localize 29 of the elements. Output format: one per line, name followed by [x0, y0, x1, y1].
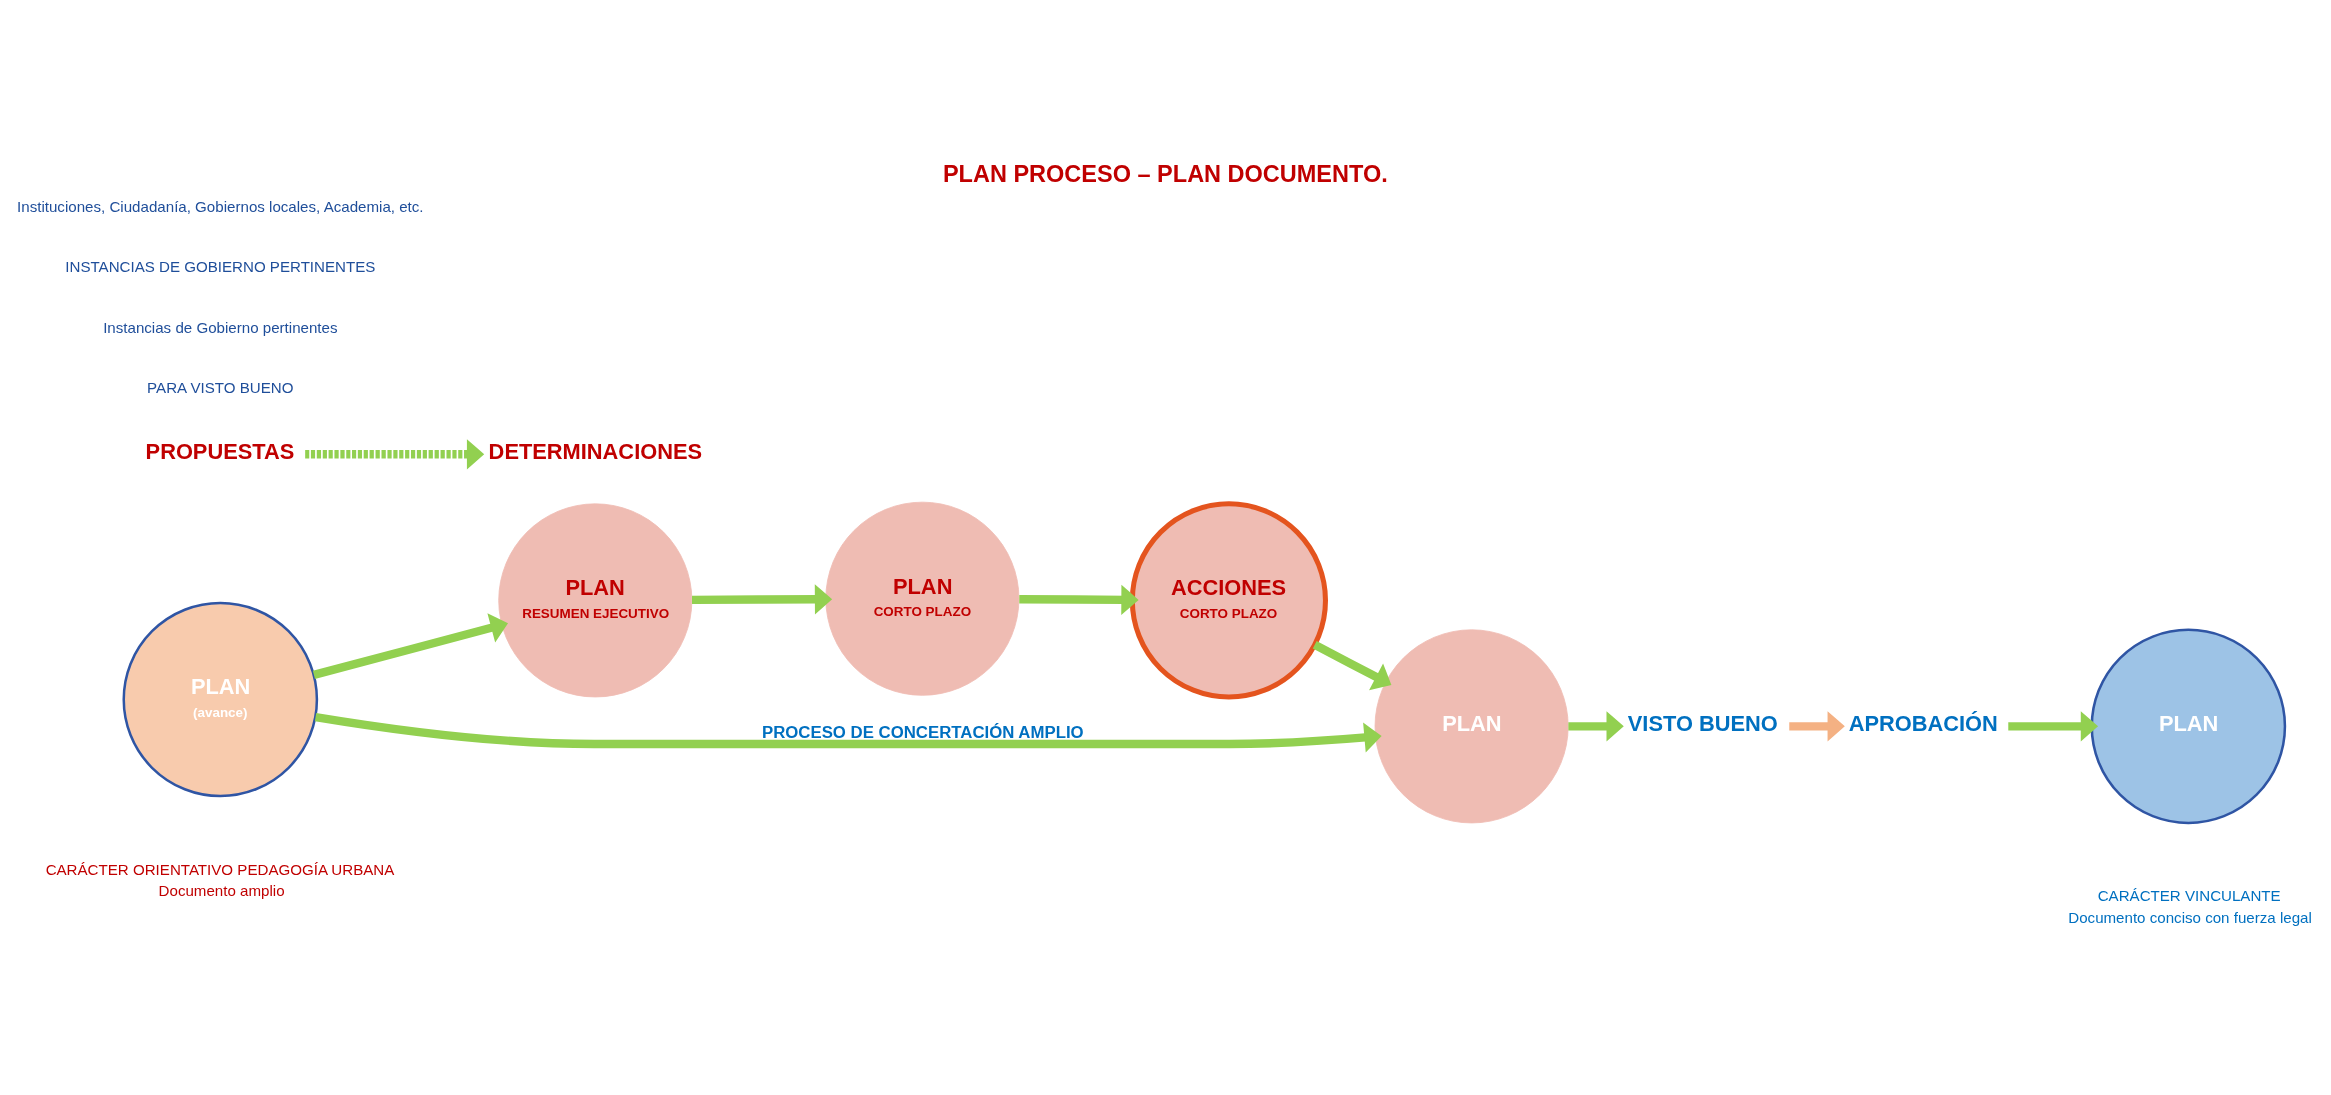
node-text: PROPUESTAS — [145, 439, 295, 465]
node-label: Documento conciso con fuerza legal — [2068, 909, 2312, 927]
node-label: CARÁCTER ORIENTATIVO PEDAGOGÍA URBANA — [45, 860, 395, 878]
node-circle: PLAN (avance) — [122, 601, 319, 798]
node-text: APROBACIÓN — [1848, 711, 1998, 737]
arrow — [1568, 711, 1624, 742]
arrow — [1312, 641, 1392, 691]
arrow — [2008, 711, 2099, 742]
node-text: DETERMINACIONES — [488, 439, 703, 465]
label: PARA VISTO BUENO — [147, 379, 294, 397]
node-circle: PLAN — [1374, 629, 1569, 824]
edge-label: PROCESO DE CONCERTACIÓN AMPLIO — [761, 723, 1084, 743]
node-circle: PLAN — [2090, 628, 2287, 825]
node-circle: PLAN CORTO PLAZO — [825, 501, 1020, 696]
node-circle: PLAN RESUMEN EJECUTIVO — [498, 503, 693, 698]
label: INSTANCIAS DE GOBIERNO PERTINENTES — [65, 258, 376, 276]
arrow — [314, 712, 1382, 753]
arrow — [305, 439, 485, 470]
diagram-title: PLAN PROCESO – PLAN DOCUMENTO. — [942, 160, 1388, 187]
node-label: Documento amplio — [158, 882, 285, 900]
arrow — [1019, 584, 1139, 615]
arrow — [312, 613, 508, 679]
node-circle: ACCIONES CORTO PLAZO — [1129, 501, 1328, 700]
arrow — [692, 584, 833, 615]
arrow — [1789, 711, 1845, 742]
label: Instituciones, Ciudadanía, Gobiernos locales, Academia, etc. — [17, 197, 424, 215]
label: Instancias de Gobierno pertinentes — [103, 318, 338, 336]
node-label: CARÁCTER VINCULANTE — [2097, 887, 2281, 905]
node-text: VISTO BUENO — [1627, 711, 1778, 737]
